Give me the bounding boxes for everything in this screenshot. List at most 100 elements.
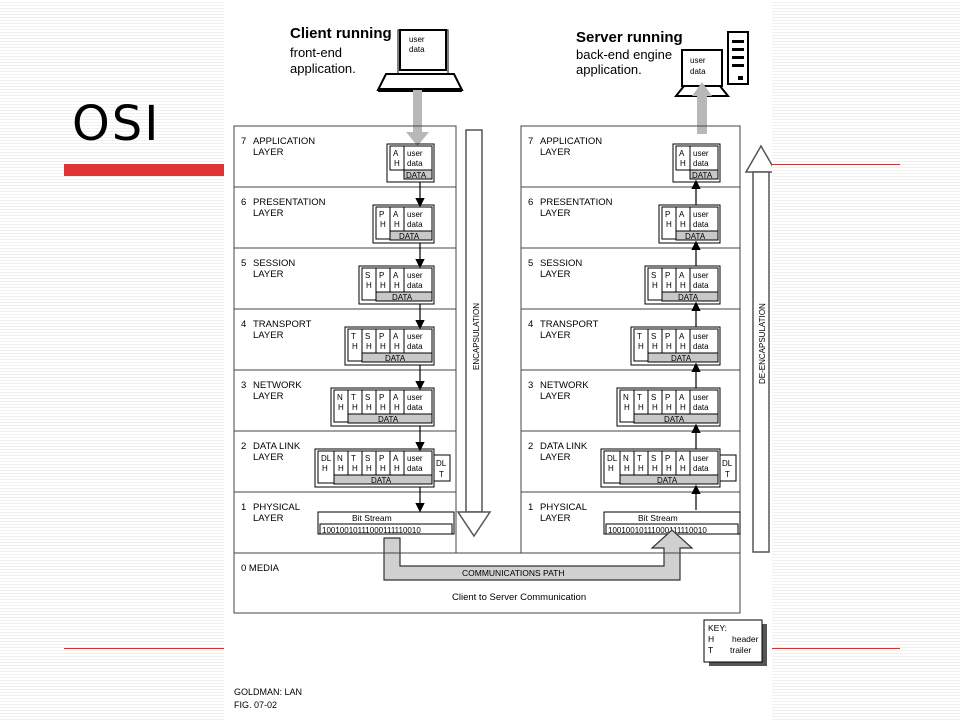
client-data-strip-label: DATA xyxy=(392,293,413,302)
server-header-n-letter: N xyxy=(623,393,629,402)
server-layer-6-number: 6 xyxy=(528,197,533,208)
deencapsulation-label: DE-ENCAPSULATION xyxy=(758,303,767,384)
server-header-a-letter: A xyxy=(679,454,685,463)
client-header-n-letter: N xyxy=(337,393,343,402)
media-row: 0 MEDIA Client to Server Communication xyxy=(233,552,741,614)
client-header-a-mark: H xyxy=(394,403,400,412)
server-user-data-word1: user xyxy=(693,454,709,463)
server-header-a-letter: A xyxy=(679,271,685,280)
server-user-data-word2: data xyxy=(693,220,709,229)
client-layer-2-number: 2 xyxy=(241,441,246,452)
client-header-t-letter: T xyxy=(351,454,356,463)
client-data-strip-label: DATA xyxy=(399,232,420,241)
client-heading: Client running xyxy=(290,25,392,42)
footer-source: GOLDMAN: LAN xyxy=(234,687,302,697)
client-header-dl-letter: DL xyxy=(321,454,332,463)
client-header-p-letter: P xyxy=(379,271,384,280)
server-header-a-letter: A xyxy=(679,149,685,158)
client-header-a-mark: H xyxy=(394,220,400,229)
server-header-t-letter: T xyxy=(637,332,642,341)
accent-line-bottom-left xyxy=(64,648,224,649)
server-sub1: back-end engine xyxy=(576,47,672,62)
server-header-p-letter: P xyxy=(665,393,670,402)
client-user-data-word1: user xyxy=(407,332,423,341)
client-user-data-word2: data xyxy=(407,220,423,229)
server-layer-1-number: 1 xyxy=(528,502,533,513)
server-header-p-mark: H xyxy=(666,464,672,473)
server-bit-stream-label: Bit Stream xyxy=(638,513,678,523)
server-layer-2-name: DATA LINK xyxy=(540,441,588,452)
key-legend: KEY: H header T trailer xyxy=(703,619,767,666)
server-up-arrow xyxy=(692,82,712,134)
client-header-a-letter: A xyxy=(393,210,399,219)
server-header-s-mark: H xyxy=(652,403,658,412)
server-header-s-letter: S xyxy=(651,393,656,402)
client-data-strip-label: DATA xyxy=(371,476,392,485)
client-layer-4-number: 4 xyxy=(241,319,246,330)
server-computer-icon: user data xyxy=(673,31,749,97)
server-header-s-mark: H xyxy=(652,342,658,351)
server-header-a-mark: H xyxy=(680,342,686,351)
client-layer-1-word: LAYER xyxy=(253,513,284,524)
client-header-t-letter: T xyxy=(351,332,356,341)
client-layer-1-number: 1 xyxy=(241,502,246,513)
server-layer-7-name: APPLICATION xyxy=(540,136,602,147)
client-layer-7-word: LAYER xyxy=(253,147,284,158)
server-header-a-mark: H xyxy=(680,220,686,229)
server-bit-sequence: 10010010111000111110010 xyxy=(608,526,707,535)
client-header-a-letter: A xyxy=(393,454,399,463)
server-user-data-word2: data xyxy=(693,403,709,412)
server-layer-4-number: 4 xyxy=(528,319,533,330)
server-data-strip-label: DATA xyxy=(685,232,706,241)
server-header-p-mark: H xyxy=(666,403,672,412)
server-heading: Server running xyxy=(576,29,683,46)
client-header-s-letter: S xyxy=(365,393,370,402)
server-header-dl-letter: DL xyxy=(607,454,618,463)
server-packet-dl-trailer: DLT xyxy=(719,454,737,482)
client-header-p-letter: P xyxy=(379,393,384,402)
server-header-t-mark: H xyxy=(638,403,644,412)
server-user-data-word1: user xyxy=(693,149,709,158)
server-header-a-mark: H xyxy=(680,464,686,473)
server-data-strip-label: DATA xyxy=(671,354,692,363)
client-packet-dl-trailer: DLT xyxy=(433,454,451,482)
server-header-p-mark: H xyxy=(666,342,672,351)
server-header-p-letter: P xyxy=(665,210,670,219)
server-user-data-word2: data xyxy=(693,342,709,351)
client-layer-6-number: 6 xyxy=(241,197,246,208)
client-layer-7-name: APPLICATION xyxy=(253,136,315,147)
client-screen-text-2: data xyxy=(409,45,425,54)
server-layer-7-number: 7 xyxy=(528,136,533,147)
client-user-data-word2: data xyxy=(407,281,423,290)
server-user-data-word2: data xyxy=(693,159,709,168)
server-header-n-letter: N xyxy=(623,454,629,463)
client-data-strip-label: DATA xyxy=(385,354,406,363)
server-header-a-mark: H xyxy=(680,159,686,168)
client-header-a-mark: H xyxy=(394,342,400,351)
key-title: KEY: xyxy=(708,623,727,633)
client-user-data-word2: data xyxy=(407,403,423,412)
server-data-strip-label: DATA xyxy=(678,293,699,302)
client-header-a-letter: A xyxy=(393,332,399,341)
client-header-a-mark: H xyxy=(394,281,400,290)
server-sub2: application. xyxy=(576,62,642,77)
server-data-strip-label: DATA xyxy=(664,415,685,424)
server-layer-6-word: LAYER xyxy=(540,208,571,219)
client-header-a-mark: H xyxy=(394,159,400,168)
client-header-p-mark: H xyxy=(380,281,386,290)
server-layer-2-number: 2 xyxy=(528,441,533,452)
client-screen-text-1: user xyxy=(409,35,425,44)
server-user-data-word2: data xyxy=(693,281,709,290)
client-layer-6-word: LAYER xyxy=(253,208,284,219)
